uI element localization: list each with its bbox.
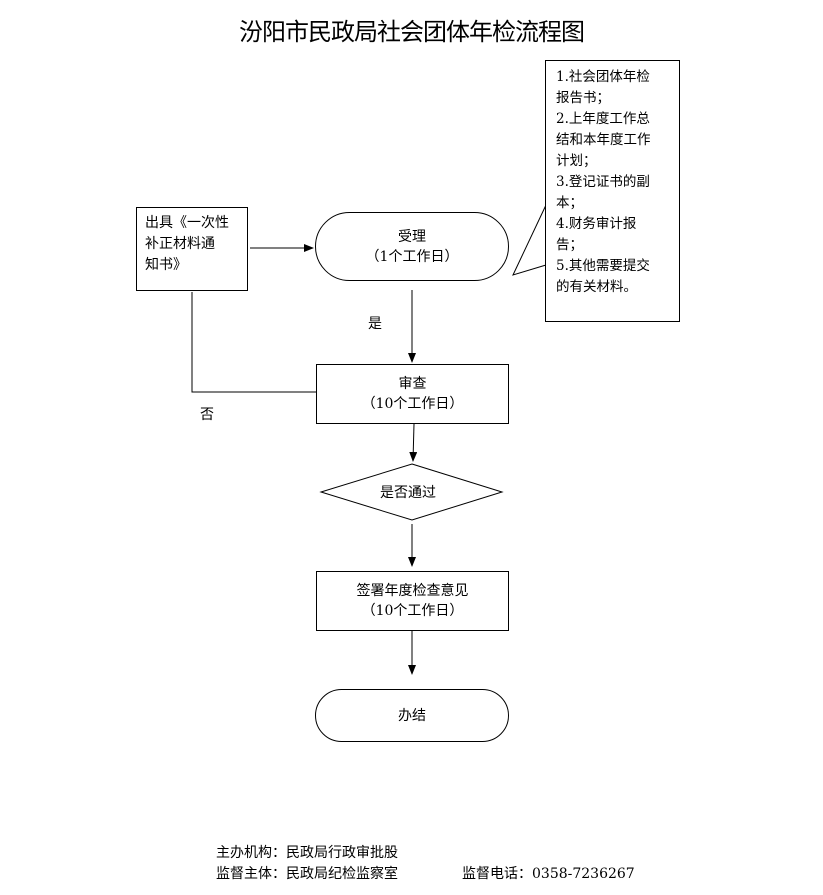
notify-box: 出具《一次性 补正材料通 知书》: [136, 207, 248, 291]
materials-line: 2.上年度工作总: [556, 111, 650, 127]
materials-line: 报告书；: [556, 90, 610, 106]
materials-line: 3.登记证书的副: [556, 174, 650, 190]
materials-line: 本；: [556, 195, 583, 211]
notify-line: 知书》: [145, 257, 187, 273]
finish-node: 办结: [315, 689, 509, 742]
page-title: 汾阳市民政局社会团体年检流程图: [239, 18, 585, 46]
decision-diamond: [319, 463, 504, 521]
materials-line: 1.社会团体年检: [556, 69, 650, 85]
materials-box: 1.社会团体年检 报告书； 2.上年度工作总 结和本年度工作 计划； 3.登记证…: [545, 60, 680, 322]
sign-time: （10个工作日）: [361, 603, 464, 619]
materials-line: 告；: [556, 237, 583, 253]
accept-time: （1个工作日）: [365, 248, 459, 265]
footer-organizer: 主办机构：民政局行政审批股: [216, 845, 398, 861]
materials-line: 结和本年度工作: [556, 132, 651, 148]
materials-line: 的有关材料。: [556, 279, 637, 295]
notify-line: 出具《一次性: [145, 215, 229, 231]
decision-label: 是否通过: [380, 485, 436, 501]
sign-title: 签署年度检查意见: [356, 583, 469, 599]
line-review-to-notify: [191, 292, 316, 393]
footer-supervisor: 监督主体：民政局纪检监察室: [216, 866, 398, 882]
accept-title: 受理: [398, 228, 426, 245]
notify-line: 补正材料通: [145, 236, 215, 252]
review-title: 审查: [398, 376, 427, 392]
footer-phone: 监督电话：0358-7236267: [462, 866, 635, 882]
materials-line: 4.财务审计报: [556, 216, 637, 232]
materials-line: 计划；: [556, 153, 597, 169]
review-time: （10个工作日）: [361, 396, 464, 412]
review-node: 审查 （10个工作日）: [316, 364, 509, 424]
accept-node: 受理 （1个工作日）: [315, 212, 509, 281]
arrow-review-to-decision: [409, 423, 418, 462]
sign-node: 签署年度检查意见 （10个工作日）: [316, 571, 509, 631]
no-label: 否: [200, 407, 214, 423]
yes-label: 是: [368, 316, 382, 332]
finish-title: 办结: [398, 707, 426, 724]
callout-pointer: [512, 204, 547, 276]
materials-line: 5.其他需要提交: [556, 258, 650, 274]
